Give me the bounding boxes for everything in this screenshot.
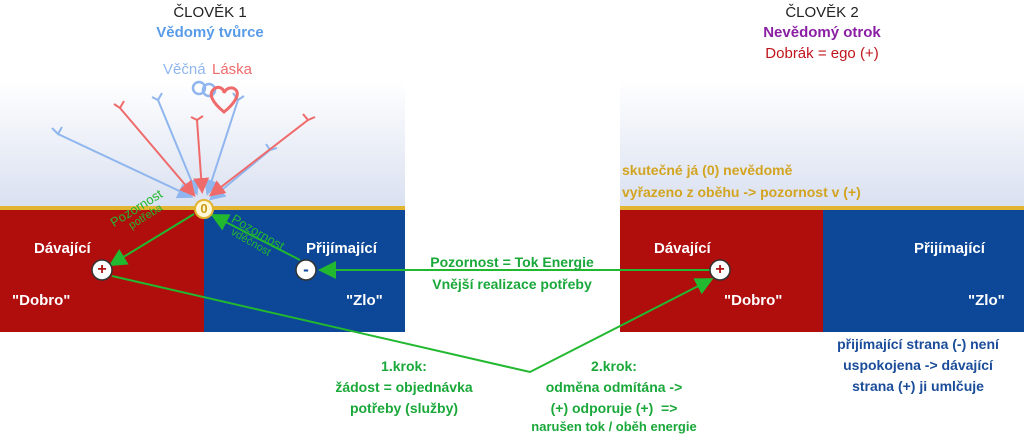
p2-plus-symbol: +	[715, 261, 725, 278]
light-rays-pink	[113, 100, 316, 198]
p2-giving-label: Dávající	[654, 240, 711, 257]
p1-receiving-label: Přijímající	[306, 240, 377, 257]
zero-circle	[194, 199, 214, 219]
green-arrows	[108, 213, 714, 374]
p1-evil-label: "Zlo"	[346, 292, 383, 309]
p1-minus-symbol: -	[303, 260, 309, 279]
step2-line3: (+) odporuje (+) =>	[550, 400, 678, 416]
light-rays-blue	[51, 92, 278, 201]
p2-title: ČLOVĚK 2	[785, 4, 859, 21]
p2-receiving-label: Přijímající	[914, 240, 985, 257]
true-self-line2: vyřazeno z oběhu -> pozornost v (+)	[622, 184, 861, 200]
p1-plus-circle	[91, 259, 113, 281]
p2-plus-circle	[709, 259, 731, 281]
p2-note-line3: strana (+) ji umlčuje	[852, 378, 984, 394]
flow-line1: Pozornost = Tok Energie	[430, 254, 594, 270]
p2-evil-label: "Zlo"	[968, 292, 1005, 309]
baseline-right	[620, 206, 1024, 210]
zero-label: 0	[200, 201, 208, 216]
step2-line1: 2.krok:	[591, 358, 637, 374]
flow-line2: Vnější realizace potřeby	[432, 276, 592, 292]
sky-background-right	[620, 80, 1024, 208]
true-self-line1: skutečné já (0) nevědomě	[622, 162, 793, 178]
p1-plus-symbol: +	[97, 261, 107, 278]
p1-minus-circle	[295, 259, 317, 281]
p2-receiving-block	[823, 210, 1024, 332]
p1-title: ČLOVĚK 1	[173, 4, 247, 21]
step1-line1: 1.krok:	[381, 358, 427, 374]
p2-subtitle: Nevědomý otrok	[763, 24, 881, 41]
p1-giving-label: Dávající	[34, 240, 91, 257]
step2-line2: odměna odmítána ->	[545, 379, 683, 395]
p2-good-label: "Dobro"	[724, 292, 783, 309]
eternal-label: Věčná	[163, 61, 206, 78]
love-label: Láska	[212, 61, 253, 78]
p2-note-line2: uspokojena -> dávající	[843, 357, 993, 373]
step2-line4: narušen tok / oběh energie	[531, 419, 697, 434]
p1-good-label: "Dobro"	[12, 292, 71, 309]
p2-ego: Dobrák = ego (+)	[765, 45, 879, 62]
step1-line3: potřeby (služby)	[349, 400, 459, 416]
p2-note-line1: přijímající strana (-) není	[837, 336, 999, 352]
heart-icon	[209, 85, 239, 114]
p1-subtitle: Vědomý tvůrce	[156, 24, 264, 41]
step1-line2: žádost = objednávka	[335, 379, 473, 395]
